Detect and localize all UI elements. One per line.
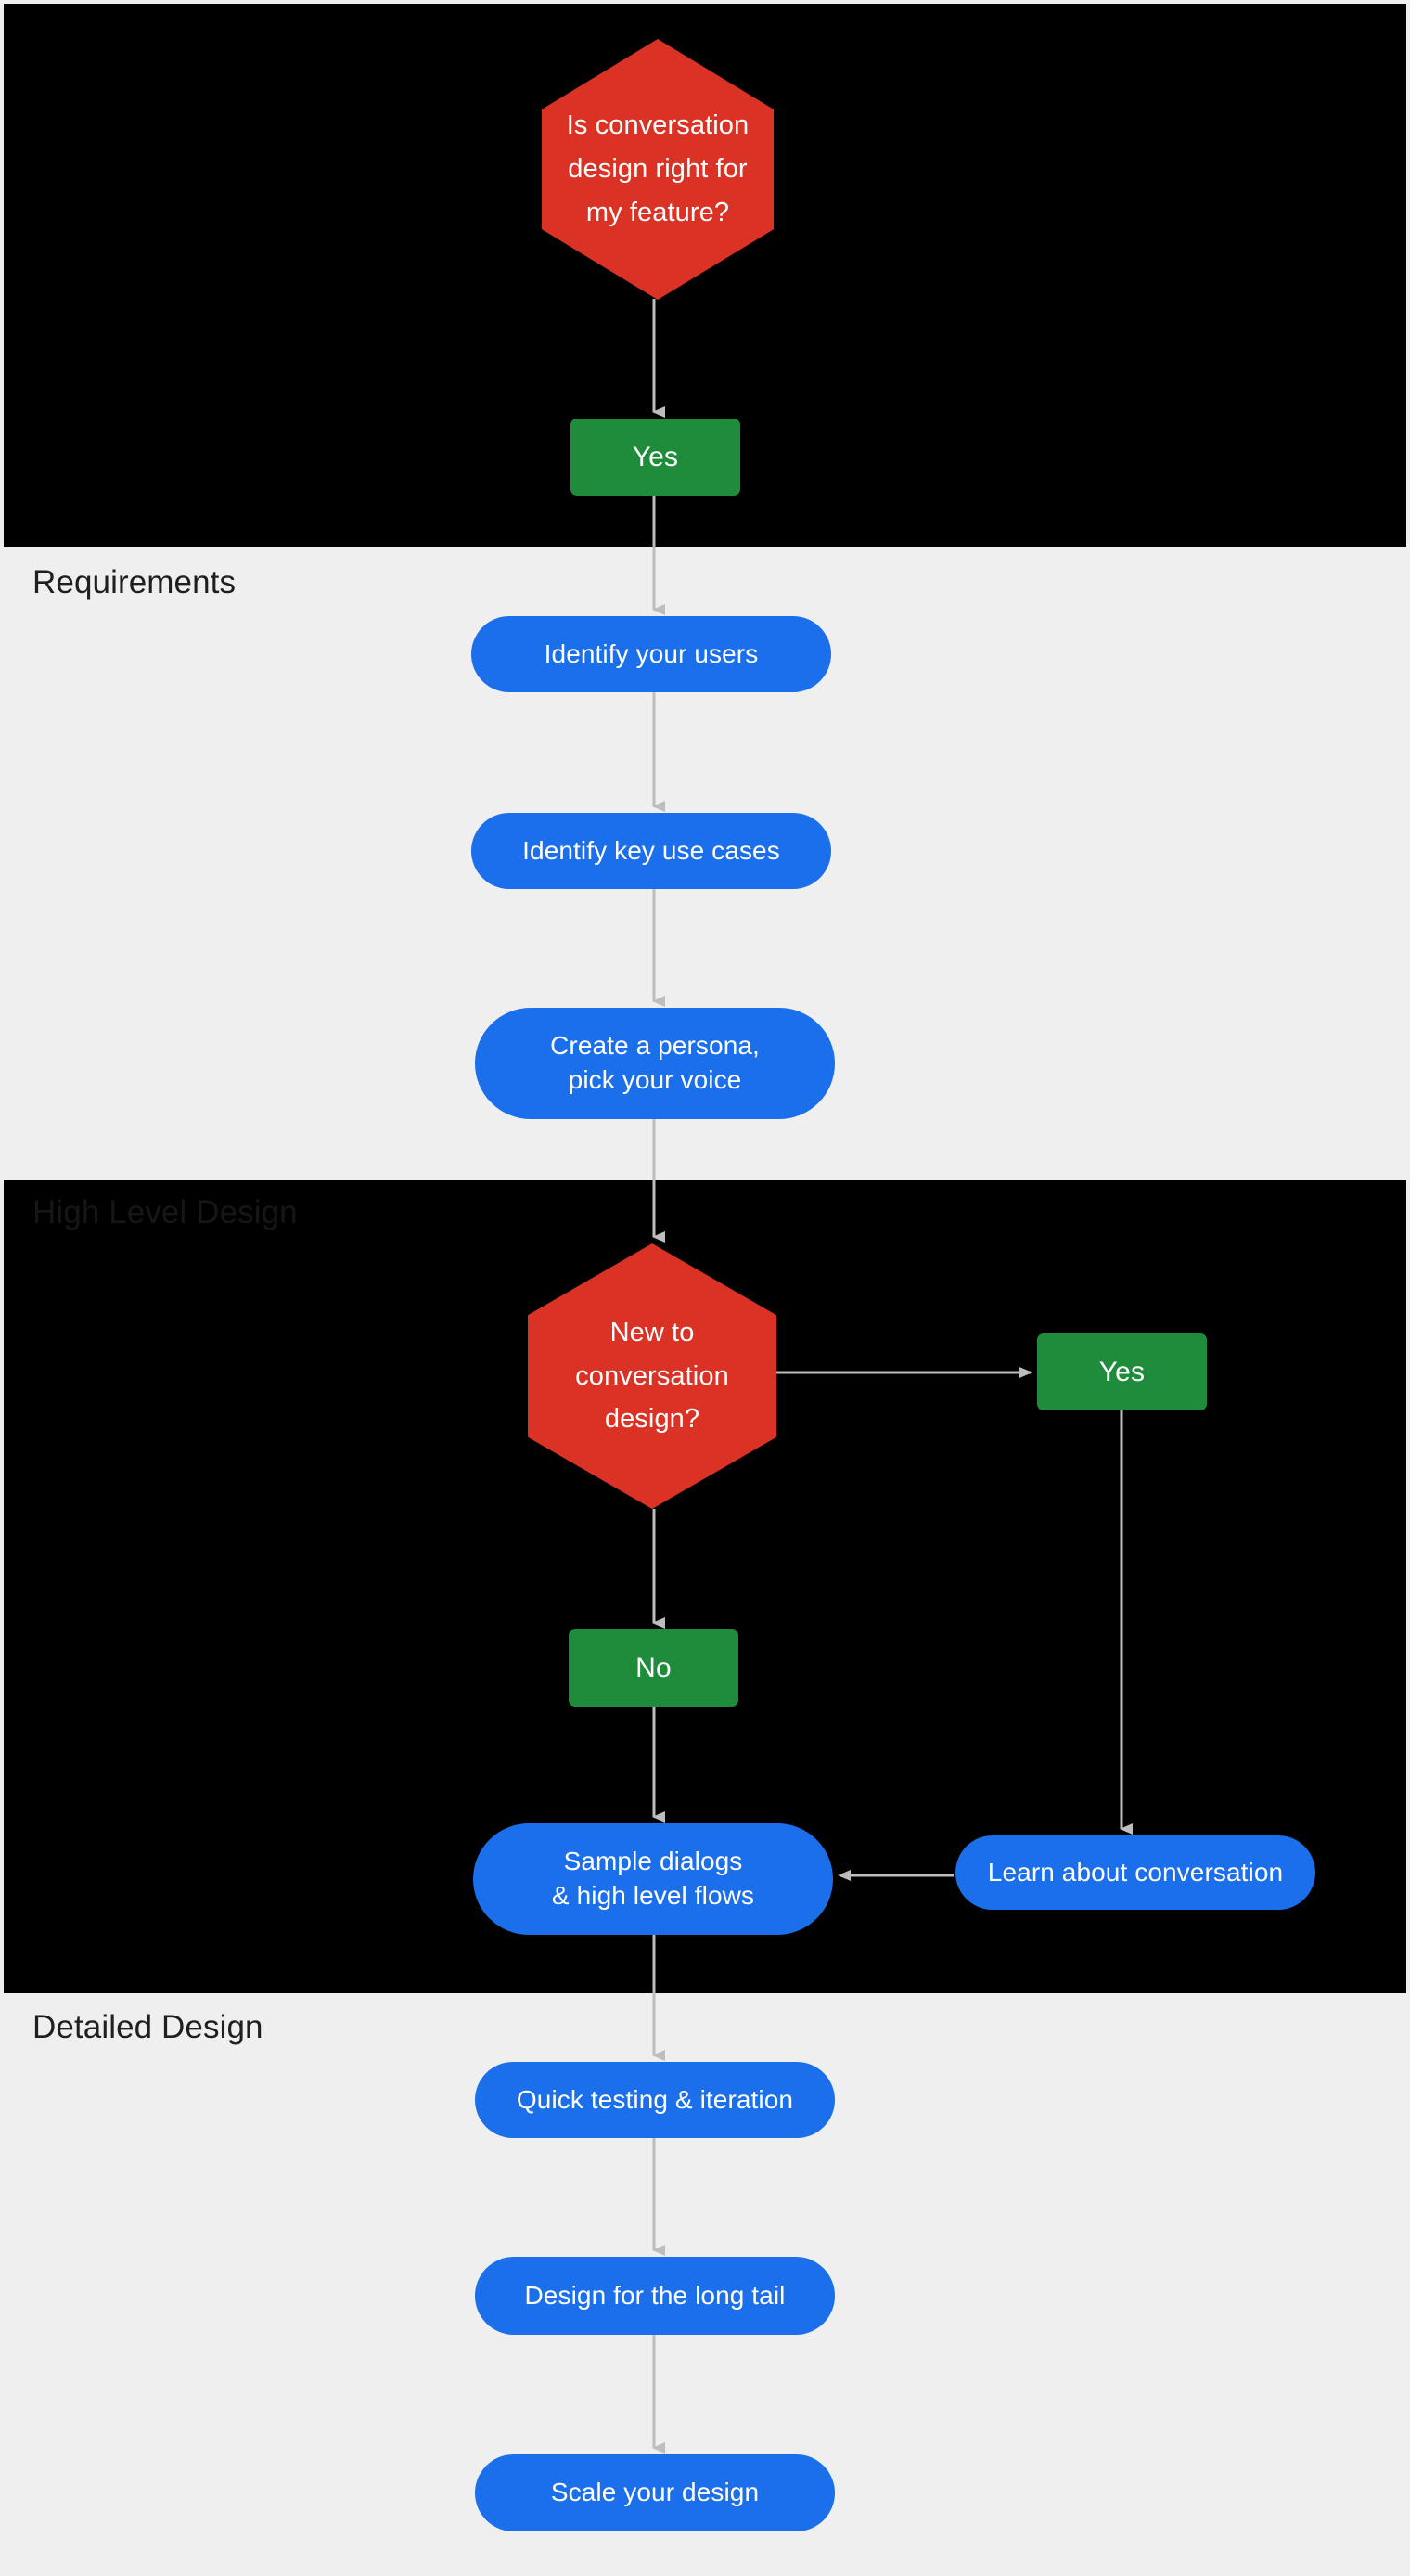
step-label: Identify key use cases xyxy=(522,835,780,865)
answer-yes-start[interactable]: Yes xyxy=(570,419,740,496)
section-title-requirements: Requirements xyxy=(32,564,237,600)
answer-yes-new-to-conversation-design[interactable]: Yes xyxy=(1037,1333,1207,1410)
step-sample-dialogs-and-high-level-flows[interactable]: Sample dialogs& high level flows xyxy=(473,1823,833,1935)
step-create-a-persona-pick-your-voice[interactable]: Create a persona,pick your voice xyxy=(475,1008,835,1119)
answer-label: No xyxy=(635,1652,672,1683)
step-label: Scale your design xyxy=(550,2478,760,2507)
step-identify-your-users[interactable]: Identify your users xyxy=(471,616,831,692)
step-label: Quick testing & iteration xyxy=(516,2084,794,2114)
step-label: Design for the long tail xyxy=(524,2280,786,2310)
step-identify-key-use-cases[interactable]: Identify key use cases xyxy=(471,813,831,889)
step-quick-testing-and-iteration[interactable]: Quick testing & iteration xyxy=(475,2062,835,2138)
section-title-high-level-design: High Level Design xyxy=(32,1194,298,1230)
step-design-for-the-long-tail[interactable]: Design for the long tail xyxy=(475,2257,835,2335)
answer-label: Yes xyxy=(1098,1356,1146,1387)
step-learn-about-conversation[interactable]: Learn about conversation xyxy=(955,1835,1315,1910)
step-label: Create a persona,pick your voice xyxy=(550,1031,760,1094)
step-scale-your-design[interactable]: Scale your design xyxy=(475,2454,835,2531)
answer-no-new-to-conversation-design[interactable]: No xyxy=(569,1629,738,1707)
step-label: Identify your users xyxy=(544,638,759,668)
answer-label: Yes xyxy=(632,441,679,472)
section-title-detailed-design: Detailed Design xyxy=(32,2009,263,2045)
step-label: Sample dialogs& high level flows xyxy=(551,1847,755,1910)
step-label: Learn about conversation xyxy=(987,1857,1284,1887)
